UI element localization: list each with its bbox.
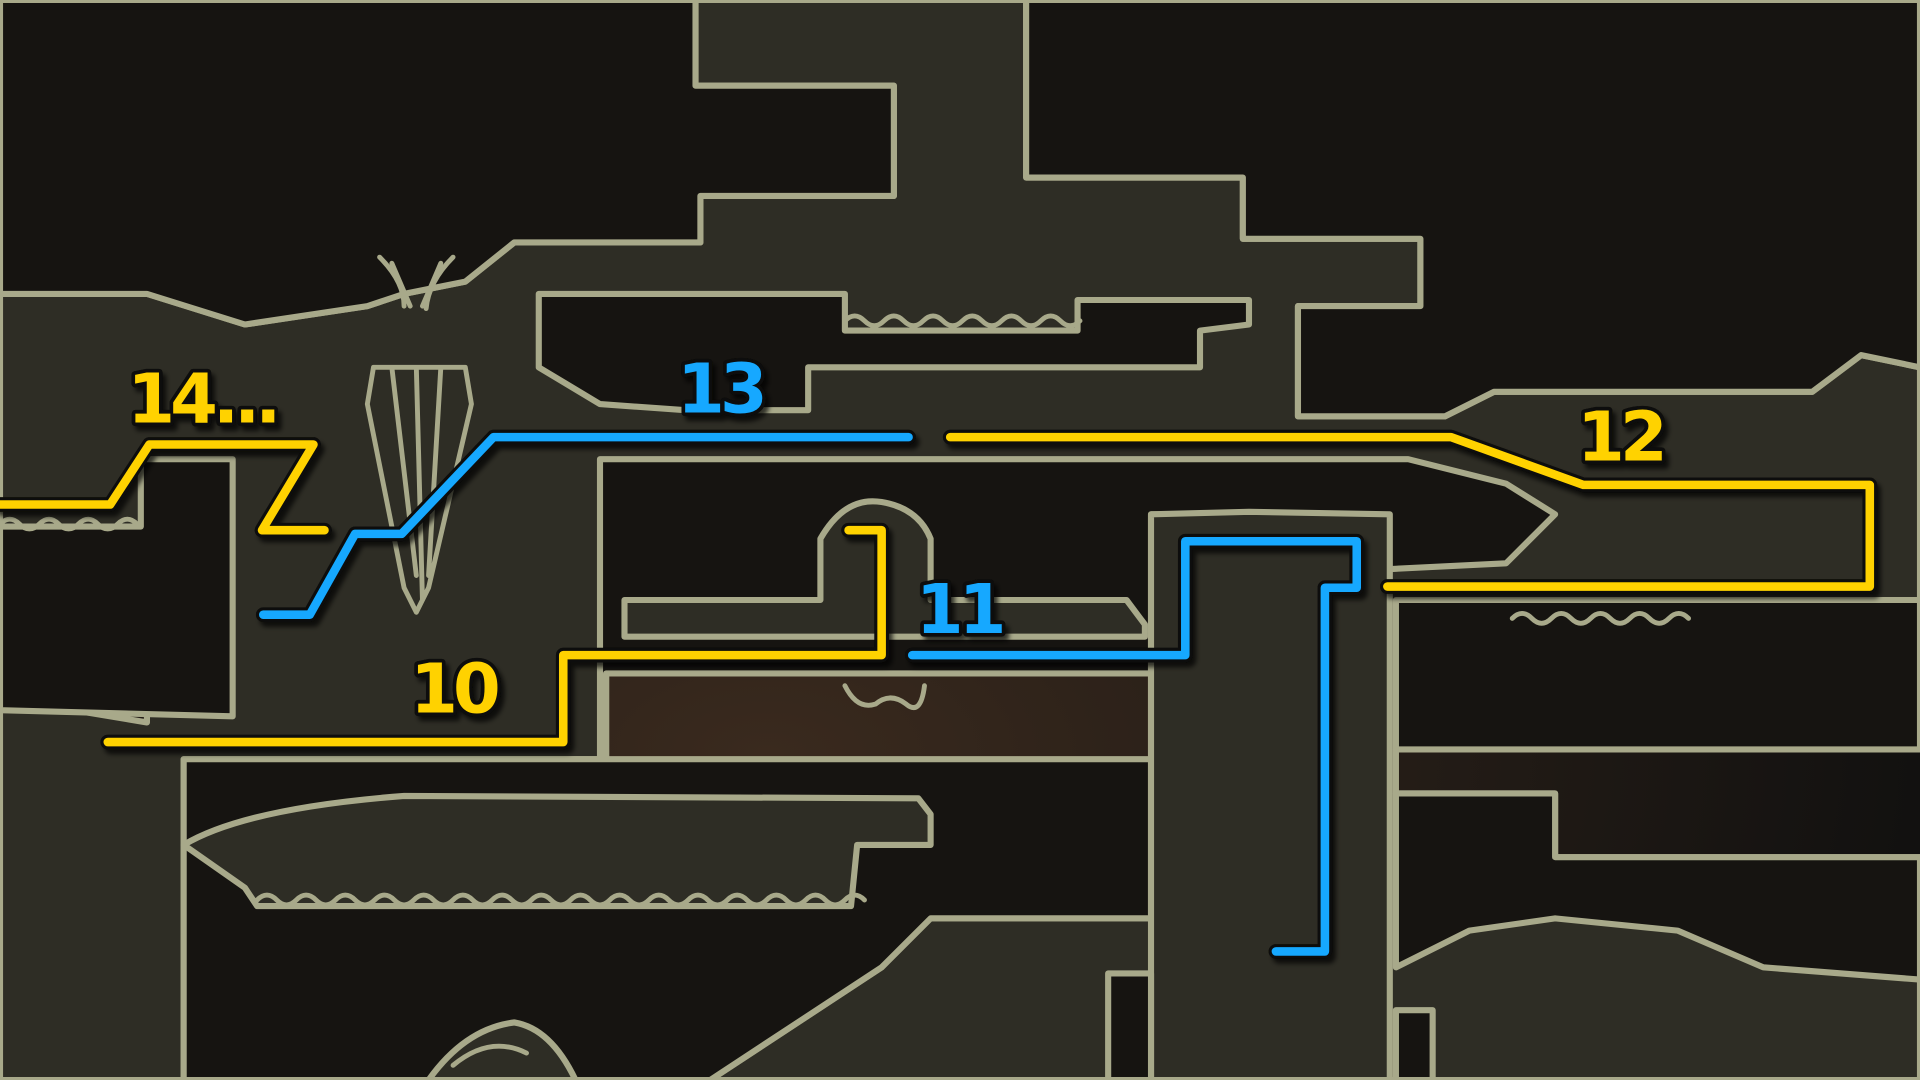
routes (0, 429, 1878, 959)
route-step-12 (945, 432, 1875, 591)
wavy-floor-3 (0, 516, 140, 532)
hole-top-right-dark (1023, 0, 1920, 420)
step-label-12: 12 (1577, 397, 1663, 477)
route-step-13 (258, 432, 913, 619)
route-step-10 (103, 525, 886, 747)
bottom-round-ornament (450, 1043, 529, 1068)
route-step-11 (907, 536, 1362, 956)
hole-upper-left (535, 290, 1253, 414)
hole-left-box (0, 456, 236, 720)
step-label-11: 11 (916, 570, 1002, 650)
step-label-14: 14... (127, 359, 276, 439)
step-label-10: 10 (410, 650, 498, 730)
horns-ornament (377, 254, 456, 312)
hole-bottom-shaft-2 (1392, 1007, 1436, 1080)
step-label-13: 13 (677, 350, 763, 430)
room-bottom-left-small (425, 1019, 579, 1080)
wavy-floor-2 (254, 892, 867, 908)
hole-top-left-dark (0, 0, 897, 328)
wavy-bump-5 (842, 683, 927, 710)
wavy-floor-1 (842, 313, 1083, 329)
route-step-14 (0, 440, 329, 535)
hole-bottom-shaft-1 (1105, 970, 1155, 1080)
room-lower-platform (180, 792, 934, 910)
leaf-ornament (364, 364, 474, 615)
step-labels: 10 11 12 13 14... (124, 346, 1672, 733)
hole-right-bottom (1392, 790, 1920, 983)
hole-right-lower (1392, 596, 1920, 753)
wavy-floor-4 (1509, 611, 1692, 626)
